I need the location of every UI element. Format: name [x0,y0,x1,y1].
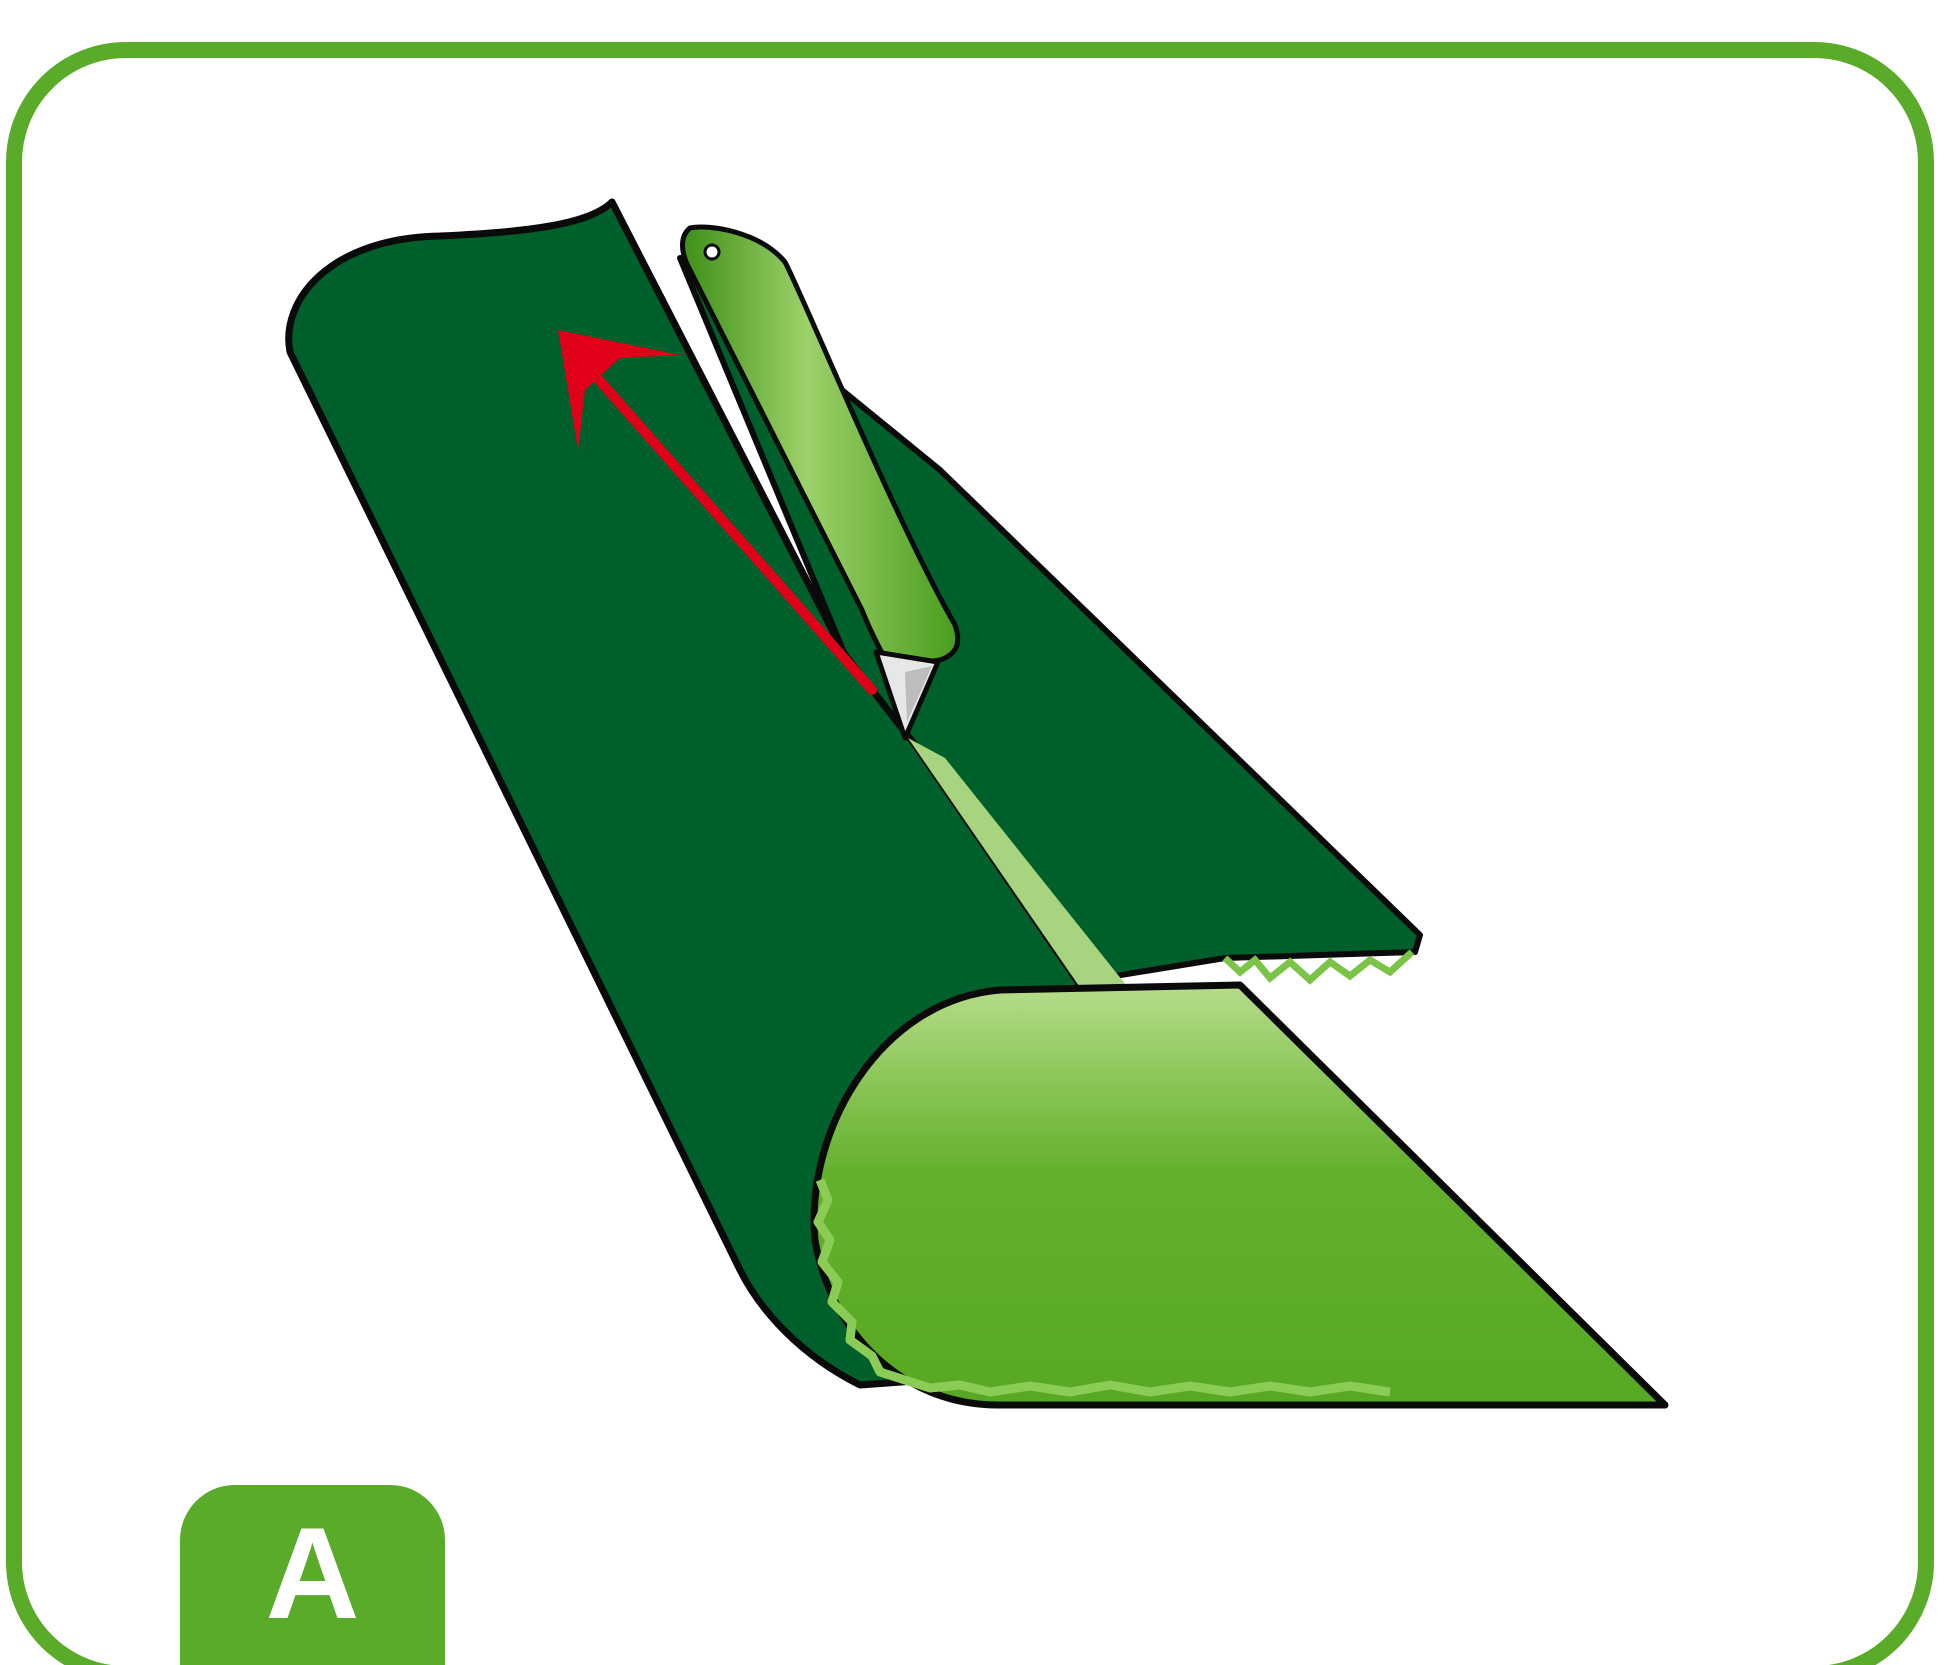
knife-hang-hole [705,245,719,259]
step-label: A [266,1508,360,1638]
step-badge: A [180,1485,445,1665]
turf-roll [814,985,1665,1405]
